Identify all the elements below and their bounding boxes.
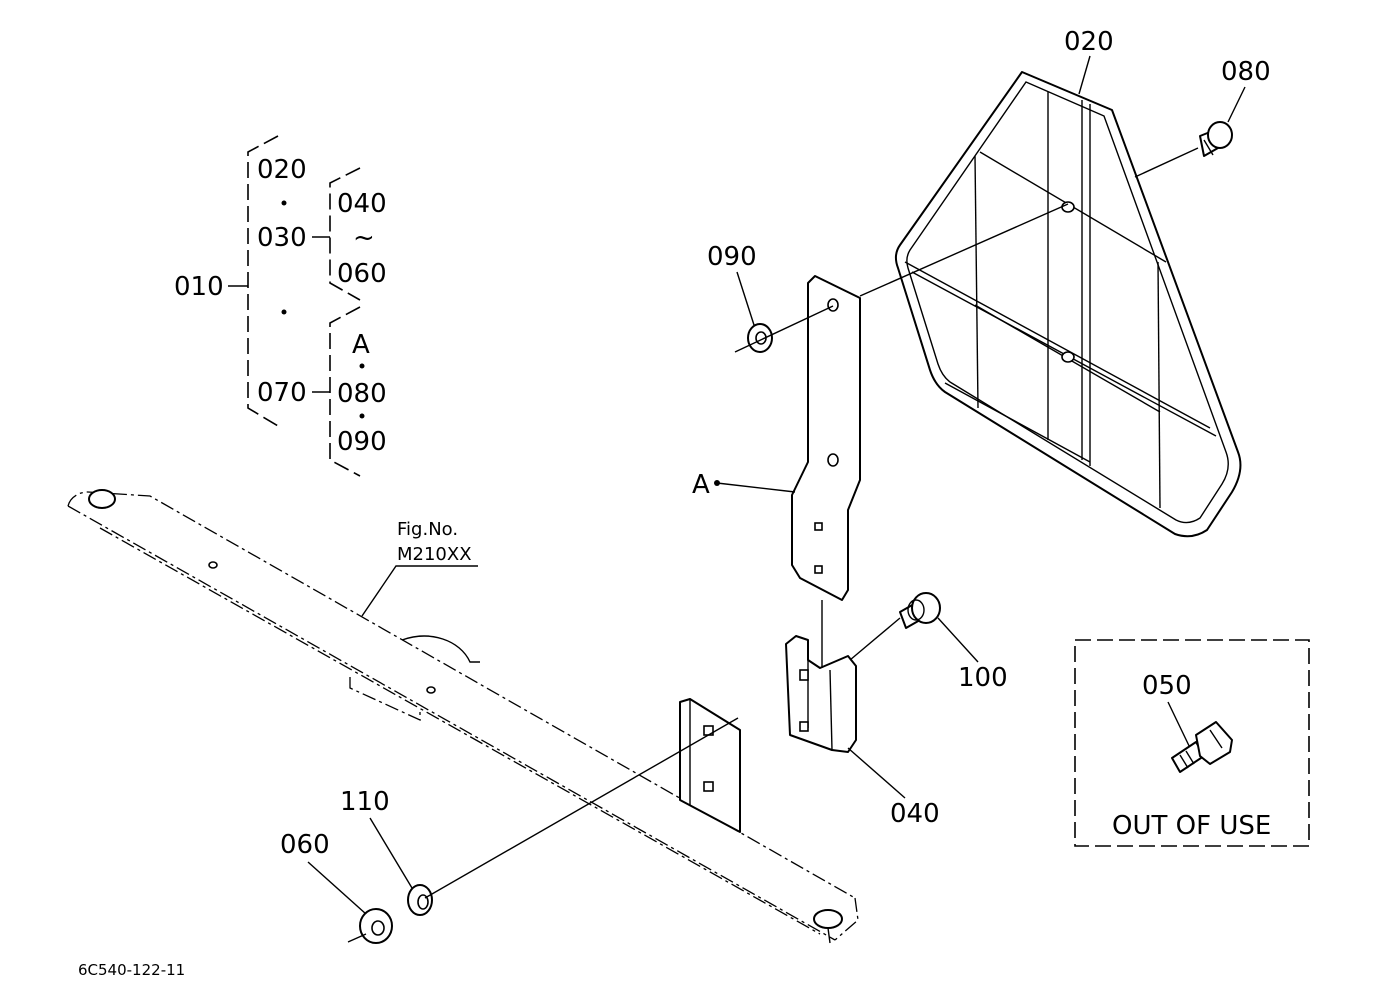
nut-090 <box>747 323 773 353</box>
out-of-use-callout-050: 050 <box>1142 671 1192 701</box>
nut-060 <box>359 908 393 944</box>
callout-060: 060 <box>280 830 330 860</box>
figure-ref-line2: M210XX <box>397 544 472 565</box>
tree-label-040: 040 <box>337 189 387 219</box>
tree-label-010: 010 <box>174 272 224 302</box>
tree-label-060: 060 <box>337 259 387 289</box>
guard-outer-frame <box>894 71 1242 538</box>
tree-dot <box>281 309 287 315</box>
callout-100: 100 <box>958 663 1008 693</box>
figure-ref: Fig.No. M210XX <box>361 519 478 617</box>
frame-boss-right <box>813 909 843 929</box>
bolt-100 <box>899 592 941 629</box>
callout-A: A <box>692 470 710 500</box>
tree-dot <box>281 200 287 206</box>
frame-bar <box>67 489 859 944</box>
out-of-use-box: 050 OUT OF USE <box>1074 639 1310 847</box>
drawing-number: 6C540-122-11 <box>78 961 185 979</box>
bracket-A <box>791 275 861 601</box>
figure-ref-line1: Fig.No. <box>397 519 458 540</box>
washer-110 <box>407 884 433 916</box>
out-of-use-frame <box>1074 639 1310 847</box>
callout-090: 090 <box>707 242 757 272</box>
callouts: 020 080 090 A 100 040 110 060 <box>280 27 1271 915</box>
callout-080: 080 <box>1221 57 1271 87</box>
callout-110: 110 <box>340 787 390 817</box>
bracket-A-body <box>791 275 861 601</box>
tree-label-090: 090 <box>337 427 387 457</box>
bolt-080 <box>1199 121 1233 157</box>
callout-040: 040 <box>890 799 940 829</box>
tree-label-tilde: ~ <box>353 223 375 253</box>
channel-040 <box>785 635 857 753</box>
tree-label-020: 020 <box>257 155 307 185</box>
tree-bracket-outer <box>247 135 279 427</box>
out-of-use-text: OUT OF USE <box>1112 811 1271 841</box>
guard-mesh <box>894 71 1242 538</box>
tree-label-070: 070 <box>257 378 307 408</box>
guard-inner-frame <box>906 81 1229 524</box>
bolt-050 <box>1171 721 1233 773</box>
frame-boss-left <box>88 489 116 509</box>
tree-label-030: 030 <box>257 223 307 253</box>
frame-bracket-plate <box>679 698 741 833</box>
tree-dot <box>359 413 365 419</box>
tree-label-080: 080 <box>337 379 387 409</box>
assembly-lines <box>347 147 1199 943</box>
channel-040-body <box>785 635 857 753</box>
parts-tree: 010 020 030 040 ~ 060 070 A 080 090 <box>174 135 387 477</box>
tree-dot <box>359 363 365 369</box>
callout-020: 020 <box>1064 27 1114 57</box>
tree-label-A: A <box>352 330 370 360</box>
